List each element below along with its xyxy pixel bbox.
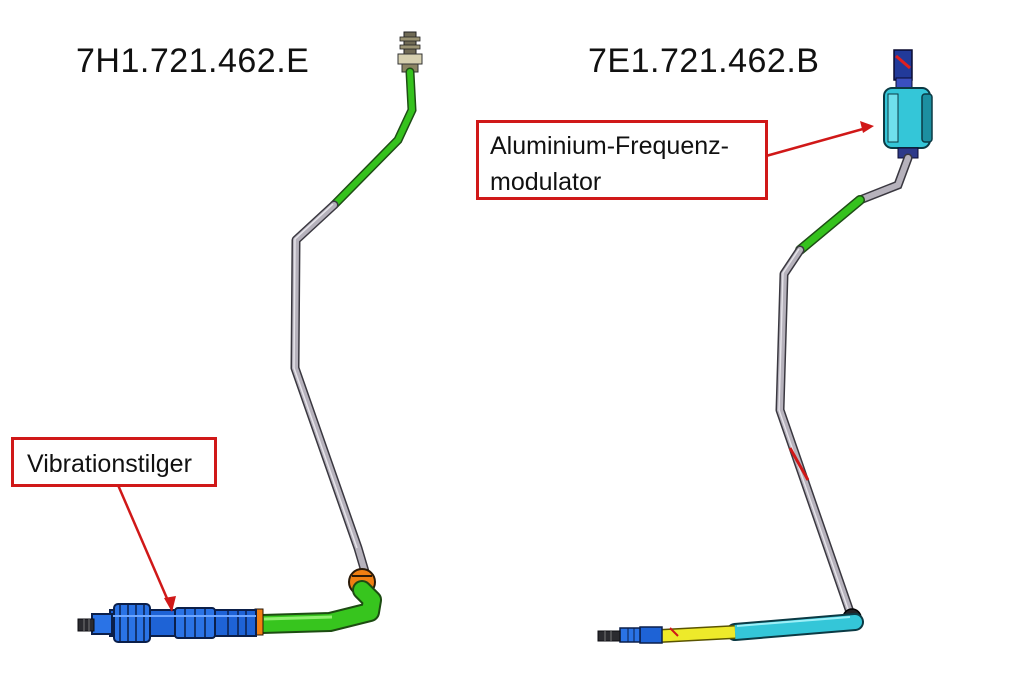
- left-end-fitting: [77, 613, 113, 635]
- callout-vibrationstilger-label: Vibrationstilger: [27, 450, 192, 478]
- callout-frequenzmodulator: Aluminium-Frequenz- modulator: [476, 120, 768, 200]
- left-hose-assembly: [77, 31, 423, 643]
- callout-arrow-vibrationstilger: [116, 484, 174, 611]
- right-hose-assembly: [597, 49, 933, 644]
- right-steel-pipe: [775, 245, 855, 617]
- part-number-left: 7H1.721.462.E: [76, 42, 310, 80]
- frequency-modulator: [883, 87, 933, 159]
- right-lower-cyan-section: [726, 613, 864, 641]
- callout-frequenzmodulator-line2: modulator: [490, 168, 602, 197]
- right-lower-yellow-section: [659, 625, 736, 643]
- right-top-connector: [893, 49, 913, 89]
- vibration-damper: [109, 603, 257, 643]
- left-top-fitting: [397, 31, 423, 73]
- callout-frequenzmodulator-line1: Aluminium-Frequenz-: [490, 132, 729, 160]
- right-end-fitting: [597, 626, 663, 644]
- callout-arrow-frequenzmodulator: [765, 125, 871, 158]
- callout-vibrationstilger: Vibrationstilger: [11, 437, 217, 487]
- part-number-right: 7E1.721.462.B: [588, 42, 820, 80]
